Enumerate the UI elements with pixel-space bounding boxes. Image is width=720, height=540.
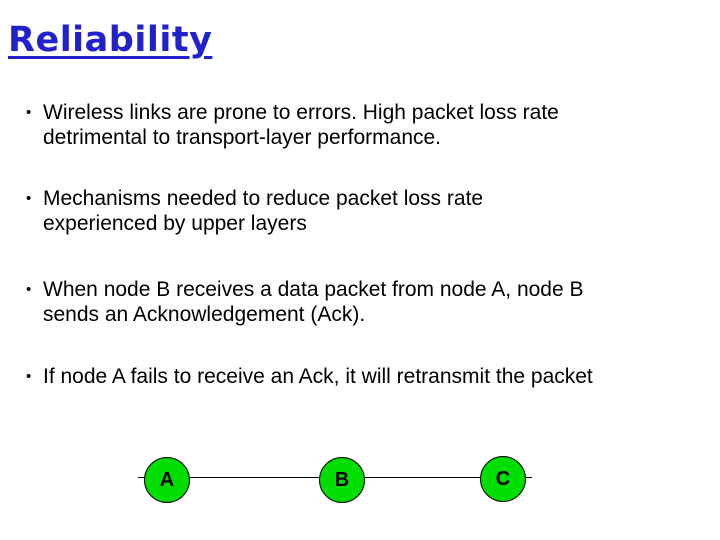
bullet-text: If node A fails to receive an Ack, it wi… — [43, 364, 698, 389]
bullet-text: Mechanisms needed to reduce packet loss … — [43, 186, 698, 236]
bullet-icon: • — [26, 104, 32, 121]
bullet-line: experienced by upper layers — [43, 212, 307, 235]
edge-stub-right-of-c — [525, 477, 532, 478]
bullet-text: When node B receives a data packet from … — [43, 277, 698, 327]
bullet-item: • Wireless links are prone to errors. Hi… — [26, 100, 698, 150]
page-title: Reliability — [8, 20, 213, 60]
edge-a-b — [189, 477, 320, 478]
bullet-item: • If node A fails to receive an Ack, it … — [26, 364, 698, 389]
bullet-icon: • — [26, 368, 32, 385]
node-b: B — [319, 457, 365, 503]
node-b-label: B — [334, 468, 350, 491]
bullet-line: detrimental to transport-layer performan… — [43, 126, 442, 149]
bullet-line: Mechanisms needed to reduce packet loss … — [43, 187, 484, 210]
bullet-icon: • — [26, 281, 32, 298]
bullet-line: If node A fails to receive an Ack, it wi… — [43, 365, 593, 388]
edge-b-c — [364, 477, 481, 478]
bullet-text: Wireless links are prone to errors. High… — [43, 100, 698, 150]
bullet-line: sends an Acknowledgement (Ack). — [43, 303, 366, 326]
node-a-label: A — [159, 468, 175, 491]
bullet-icon: • — [26, 190, 32, 207]
bullet-item: • Mechanisms needed to reduce packet los… — [26, 186, 698, 236]
bullet-line: Wireless links are prone to errors. High… — [43, 101, 559, 124]
bullet-item: • When node B receives a data packet fro… — [26, 277, 698, 327]
bullet-line: When node B receives a data packet from … — [43, 278, 584, 301]
edge-stub-left-of-a — [138, 477, 145, 478]
node-a: A — [144, 457, 190, 503]
node-c: C — [480, 456, 526, 502]
node-c-label: C — [495, 467, 511, 490]
